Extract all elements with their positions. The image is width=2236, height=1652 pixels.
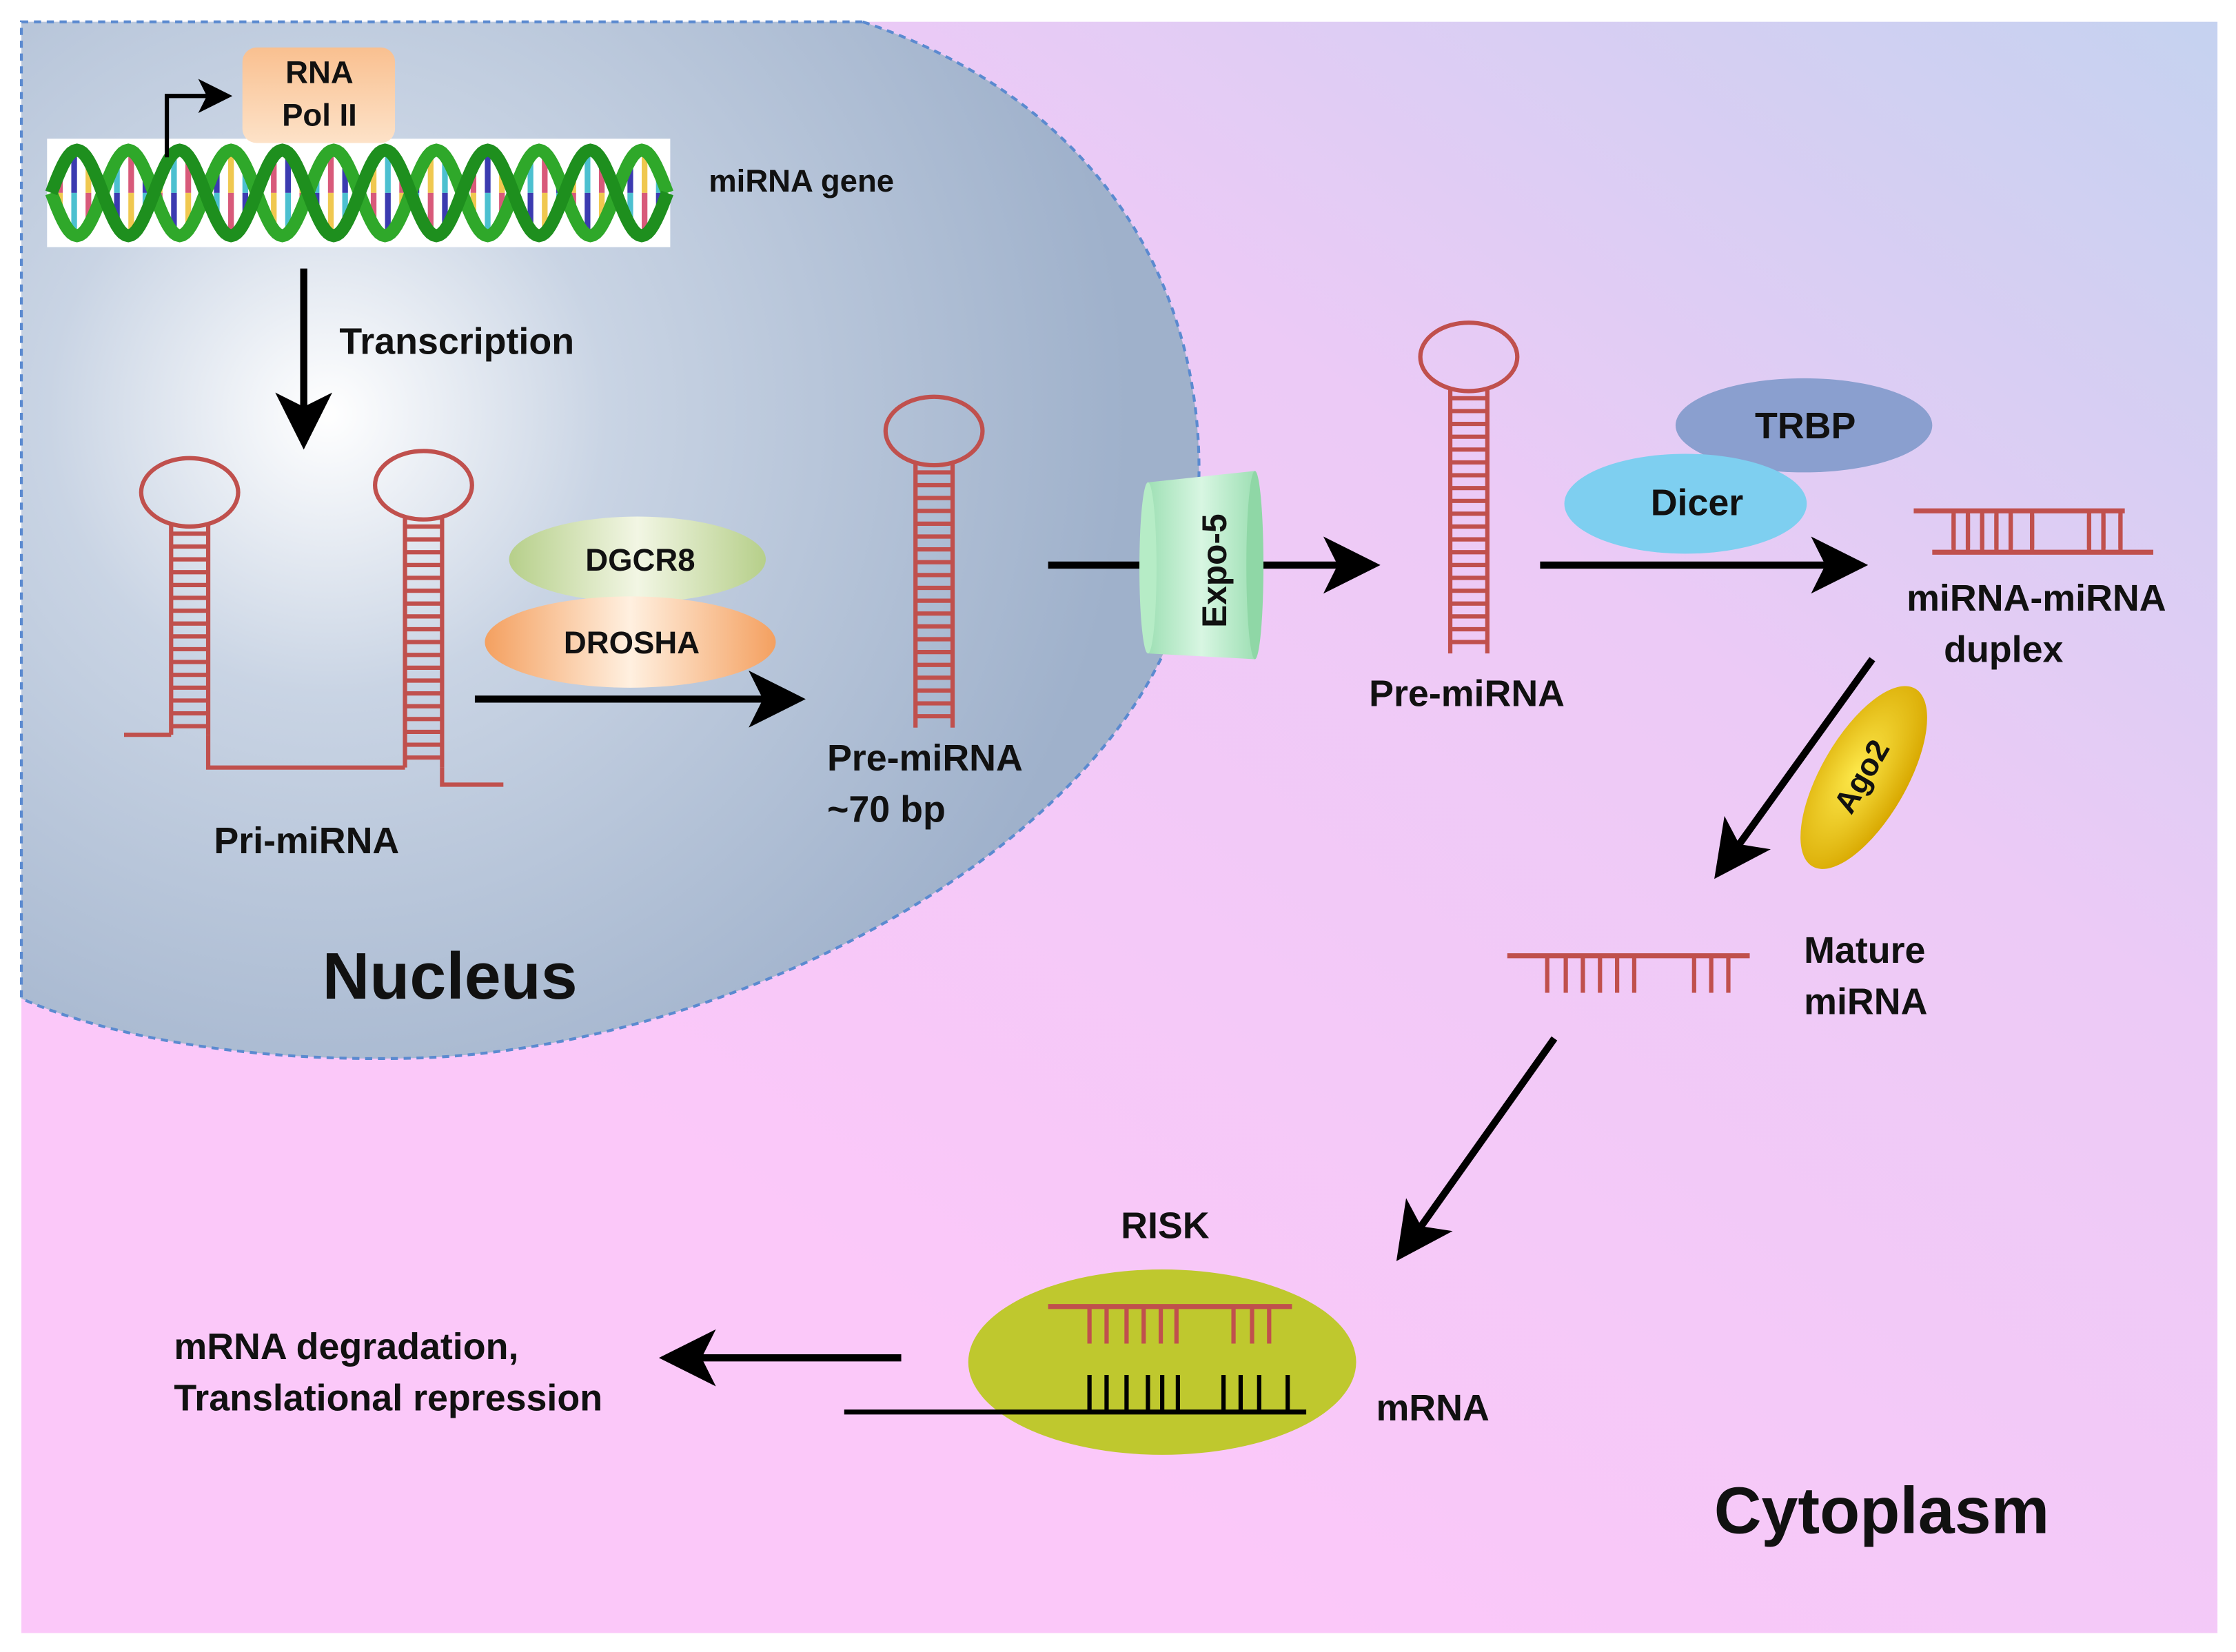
drosha-label: DROSHA	[564, 625, 700, 660]
ago2-protein	[1800, 686, 1927, 869]
trbp-protein	[1675, 378, 1933, 473]
dicer-label: Dicer	[1651, 482, 1744, 523]
nucleus-label: Nucleus	[323, 940, 578, 1013]
dgcr8-label: DGCR8	[585, 542, 695, 578]
outcome-label: mRNA degradation,	[174, 1326, 518, 1367]
expo5-label: Expo-5	[1195, 513, 1234, 628]
mirna-gene-label: miRNA gene	[709, 163, 894, 198]
pre-mirna-nucleus-loop	[883, 394, 985, 468]
pre-mirna-size-label: ~70 bp	[827, 788, 946, 830]
pre-mirna-nucleus-label: Pre-miRNA	[827, 737, 1023, 779]
cytoplasm-label: Cytoplasm	[1714, 1475, 2049, 1548]
duplex-label: miRNA-miRNA	[1907, 578, 2166, 619]
rna-structures	[123, 320, 2154, 993]
pri-mirna-hairpin-loop	[373, 449, 474, 522]
risk-bound-strands	[844, 1304, 1307, 1415]
pri-mirna-tail	[440, 767, 504, 787]
exportin-5-channel: Expo-5	[1139, 471, 1264, 660]
pri-mirna-hairpin-loop	[139, 456, 241, 529]
pre-mirna-cytoplasm-loop	[1418, 320, 1520, 394]
risk-complex	[968, 1269, 1356, 1455]
mrna-label: mRNA	[1376, 1387, 1489, 1429]
drosha-protein	[485, 596, 776, 688]
rna-pol-ii: RNA Pol II	[242, 47, 396, 143]
dgcr8-protein	[509, 516, 766, 602]
ago2-arrow	[1714, 657, 1876, 879]
mature-mirna-label-2: miRNA	[1804, 981, 1927, 1023]
pri-mirna-label: Pri-miRNA	[214, 820, 399, 861]
pri-mirna-linker	[205, 735, 405, 770]
rna-pol-label-2: Pol II	[282, 98, 357, 133]
dna-helix-icon	[45, 139, 673, 247]
promoter-arrow-icon	[164, 79, 233, 158]
trbp-label: TRBP	[1755, 405, 1856, 447]
rna-pol-label: RNA	[285, 55, 354, 90]
dicer-protein	[1564, 453, 1807, 554]
risc-arrow	[1396, 1036, 1558, 1261]
outcome-label-2: Translational repression	[174, 1378, 602, 1419]
mature-mirna-label: Mature	[1804, 930, 1925, 971]
transcription-label: Transcription	[339, 321, 574, 363]
pre-mirna-cytoplasm-label: Pre-miRNA	[1369, 673, 1565, 715]
risk-label: RISK	[1121, 1205, 1210, 1246]
duplex-label-2: duplex	[1944, 629, 2063, 671]
